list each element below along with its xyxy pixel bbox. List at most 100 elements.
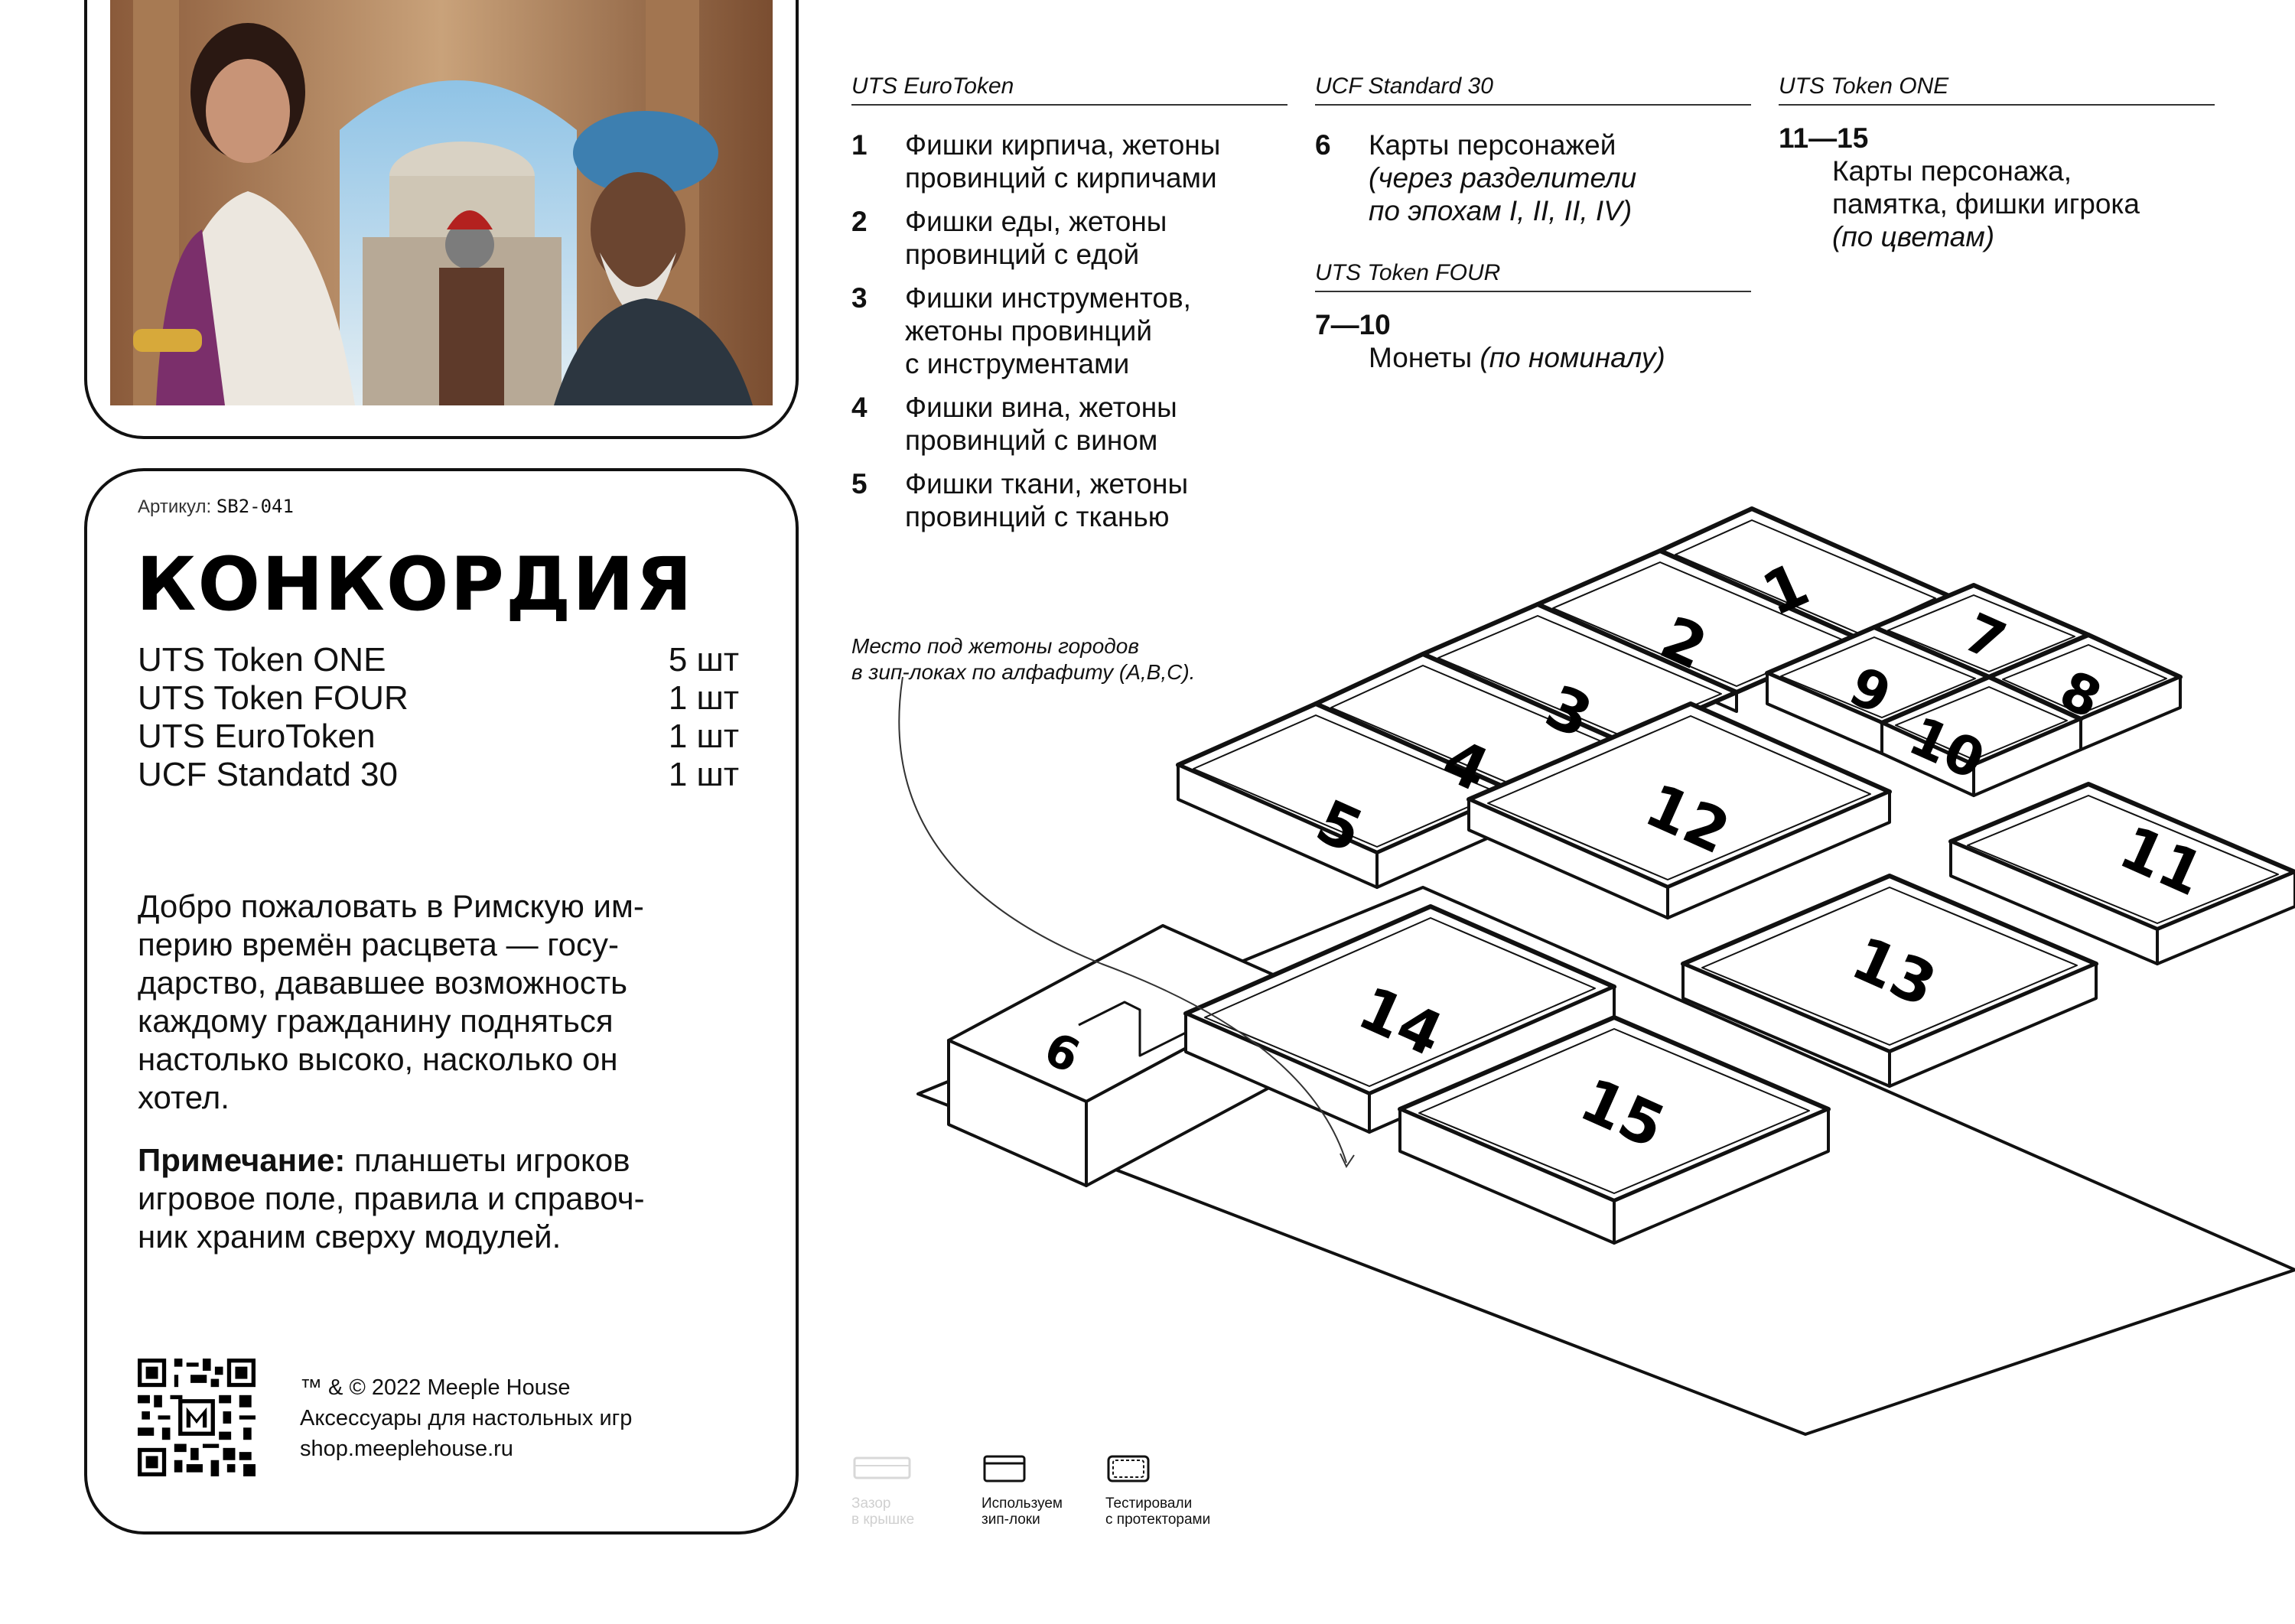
article-code: SB2-041 bbox=[216, 496, 294, 517]
legend-text: зип-локи bbox=[981, 1512, 1040, 1528]
item-text: Фишки еды, жетоны bbox=[905, 206, 1167, 237]
item-text: по эпохам I, II, II, IV) bbox=[1369, 195, 1633, 226]
item-text: жетоны провинций bbox=[905, 315, 1152, 347]
note-text: Примечание: планшеты игроков игровое пол… bbox=[138, 1141, 750, 1256]
contents-qty: 1 шт bbox=[668, 718, 739, 755]
column-title: UTS Token ONE bbox=[1779, 73, 2215, 106]
tray-13 bbox=[1681, 874, 2098, 1088]
article-number: Артикул: SB2-041 bbox=[138, 496, 294, 518]
contents-name: UTS EuroToken bbox=[138, 718, 376, 755]
item-text: провинций с кирпичами bbox=[905, 162, 1217, 194]
contents-row: UTS Token ONE 5 шт bbox=[138, 641, 739, 679]
item-text: Фишки кирпича, жетоны bbox=[905, 129, 1221, 161]
item-number: 2 bbox=[851, 206, 868, 237]
contents-qty: 1 шт bbox=[668, 756, 739, 793]
contents-list: UTS Token ONE 5 шт UTS Token FOUR 1 шт UTS… bbox=[138, 641, 739, 794]
cover-illustration bbox=[110, 0, 773, 405]
organizer-layout-diagram: 1 2 3 4 5 6 7 8 9 10 11 12 13 14 15 bbox=[898, 506, 2295, 1436]
caption-line: Место под жетоны городов bbox=[851, 634, 1139, 658]
product-title: КОНКОРДИЯ bbox=[136, 542, 694, 627]
tray-10 bbox=[1880, 675, 2083, 797]
item-text: Фишки инструментов, bbox=[905, 282, 1191, 314]
legend-text: Зазор bbox=[851, 1495, 891, 1512]
contents-qty: 1 шт bbox=[668, 679, 739, 717]
product-info-card: Артикул: SB2-041 КОНКОРДИЯ UTS Token ONE… bbox=[84, 468, 799, 1535]
cover-illustration-card bbox=[84, 0, 799, 439]
zip-bag-icon bbox=[983, 1455, 1026, 1482]
note-line: планшеты игроков bbox=[345, 1142, 630, 1178]
contents-name: UTS Token ONE bbox=[138, 641, 386, 679]
tray-12 bbox=[1467, 701, 1892, 919]
contents-qty: 5 шт bbox=[668, 641, 739, 679]
tray-11 bbox=[1948, 782, 2295, 965]
item-text: провинций с вином bbox=[905, 425, 1158, 456]
contents-row: UTS EuroToken 1 шт bbox=[138, 718, 739, 756]
caption-line: в зип-локах по алфафиту (A,B,C). bbox=[851, 660, 1196, 684]
item-text-note: (по номиналу) bbox=[1480, 342, 1665, 373]
welcome-text: Добро пожаловать в Римскую им- перию вре… bbox=[138, 887, 750, 1117]
welcome-line: дарство, дававшее возможность bbox=[138, 965, 627, 1001]
list-item: 6 Карты персонажей (через разделители по… bbox=[1315, 129, 1751, 227]
item-text: Монеты (по номиналу) bbox=[1369, 341, 1751, 374]
note-label: Примечание: bbox=[138, 1142, 346, 1178]
copyright: ™ & © 2022 Meeple House bbox=[300, 1375, 571, 1400]
legend-text: Используем bbox=[981, 1495, 1063, 1512]
item-number: 3 bbox=[851, 282, 868, 314]
item-number: 5 bbox=[851, 468, 868, 500]
welcome-line: перию времён расцвета — госу- bbox=[138, 926, 619, 962]
lid-magnet-icon bbox=[853, 1456, 911, 1479]
legend-text: Тестировали bbox=[1105, 1495, 1193, 1512]
item-number: 1 bbox=[851, 129, 868, 161]
item-text: Карты персонажей bbox=[1369, 129, 1616, 161]
item-number: 4 bbox=[851, 392, 868, 423]
column-title: UTS Token FOUR bbox=[1315, 260, 1751, 292]
sleeve-icon bbox=[1107, 1455, 1150, 1482]
column-title: UTS EuroToken bbox=[851, 73, 1287, 106]
welcome-line: Добро пожаловать в Римскую им- bbox=[138, 888, 644, 924]
contents-row: UTS Token FOUR 1 шт bbox=[138, 679, 739, 718]
legend-text: в крышке bbox=[851, 1512, 915, 1528]
standard30-column: UCF Standard 30 6 Карты персонажей (чере… bbox=[1315, 73, 1751, 227]
arrow-head bbox=[1340, 1153, 1355, 1169]
article-label: Артикул: bbox=[138, 496, 212, 517]
item-text-line: памятка, фишки игрока bbox=[1832, 188, 2140, 220]
column-title: UCF Standard 30 bbox=[1315, 73, 1751, 106]
tray-14 bbox=[1183, 904, 1616, 1134]
item-text: провинций с тканью bbox=[905, 501, 1170, 532]
item-text: Карты персонажа, памятка, фишки игрока (… bbox=[1832, 155, 2215, 253]
legend-sleeves: Тестировали с протекторами bbox=[1105, 1453, 1210, 1528]
item-text: (через разделители bbox=[1369, 162, 1637, 194]
shop-link[interactable]: shop.meeplehouse.ru bbox=[300, 1437, 513, 1461]
note-line: игровое поле, правила и справоч- bbox=[138, 1180, 645, 1216]
publisher-footer: ™ & © 2022 Meeple House Аксессуары для н… bbox=[300, 1372, 632, 1464]
welcome-line: хотел. bbox=[138, 1079, 230, 1115]
note-line: ник храним сверху модулей. bbox=[138, 1219, 562, 1255]
welcome-line: настолько высоко, насколько он bbox=[138, 1041, 618, 1077]
item-number-range: 11—15 bbox=[1779, 122, 1869, 154]
item-text-line: (по цветам) bbox=[1832, 221, 1995, 252]
item-text: Фишки ткани, жетоны bbox=[905, 468, 1189, 500]
item-number: 6 bbox=[1315, 129, 1331, 161]
contents-row: UCF Standatd 30 1 шт bbox=[138, 756, 739, 794]
contents-name: UTS Token FOUR bbox=[138, 679, 409, 717]
qr-code-icon bbox=[138, 1359, 256, 1476]
tray-15 bbox=[1398, 1015, 1831, 1245]
tokenone-column: UTS Token ONE 11—15 Карты персонажа, пам… bbox=[1779, 73, 2215, 253]
publisher-tagline: Аксессуары для настольных игр bbox=[300, 1406, 633, 1430]
tokenfour-column: UTS Token FOUR 7—10 Монеты (по номиналу) bbox=[1315, 260, 1751, 374]
welcome-line: каждому гражданину подняться bbox=[138, 1003, 614, 1039]
contents-name: UCF Standatd 30 bbox=[138, 756, 398, 793]
legend-lid-gap: Зазор в крышке bbox=[851, 1453, 914, 1528]
item-text-line: Карты персонажа, bbox=[1832, 155, 2072, 187]
legend-text: с протекторами bbox=[1105, 1512, 1211, 1528]
item-number-range: 7—10 bbox=[1315, 309, 1391, 340]
item-text-main: Монеты bbox=[1369, 342, 1480, 373]
pointer-line bbox=[898, 676, 1347, 1163]
item-text: Фишки вина, жетоны bbox=[905, 392, 1177, 423]
legend-zip-bags: Используем зип-локи bbox=[981, 1453, 1063, 1528]
